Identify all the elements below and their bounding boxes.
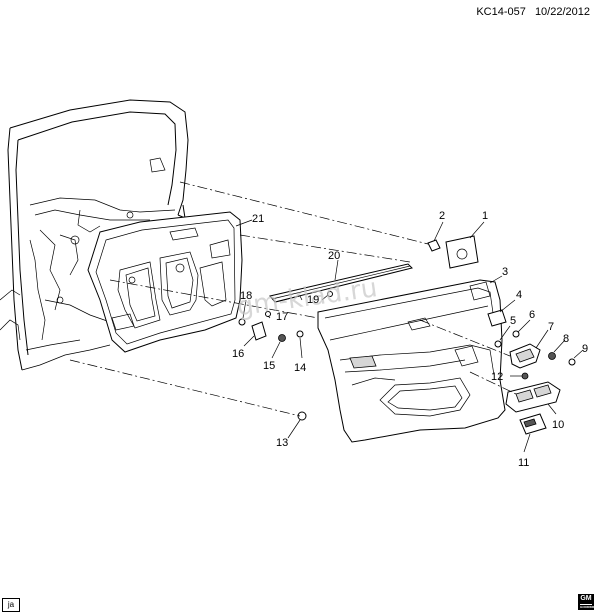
- part-21-water-deflector: [87, 211, 243, 353]
- part-11-switch: [519, 413, 547, 435]
- part-12-screw: [521, 372, 529, 380]
- callout-1: 1: [482, 210, 488, 222]
- gm-logo-sub: GOODWRENCH: [580, 604, 600, 609]
- callout-10: 10: [552, 419, 564, 431]
- part-17-retainer: [265, 311, 271, 317]
- part-14-clip: [296, 330, 304, 338]
- drawing-id: KC14-057: [476, 6, 526, 18]
- part-19-clip: [327, 291, 333, 297]
- callout-7: 7: [548, 321, 554, 333]
- part-8-nut: [548, 352, 556, 360]
- drawing-date: 10/22/2012: [534, 6, 590, 18]
- language-badge: ja: [2, 598, 20, 612]
- part-13-fastener: [297, 411, 307, 421]
- callout-2: 2: [439, 210, 445, 222]
- alignment-lines: [69, 181, 517, 417]
- callout-17: 17: [276, 311, 288, 323]
- callout-19: 19: [307, 294, 319, 306]
- callout-4: 4: [516, 289, 522, 301]
- callout-21: 21: [252, 213, 264, 225]
- part-3-door-trim-panel: [317, 279, 506, 443]
- part-16-bracket: [251, 321, 267, 341]
- callout-14: 14: [294, 362, 306, 374]
- callout-3: 3: [502, 266, 508, 278]
- callout-16: 16: [232, 348, 244, 360]
- part-1-speaker-grille: [445, 235, 479, 269]
- door-frame: [0, 99, 189, 371]
- part-2-retainer: [427, 239, 441, 252]
- callout-6: 6: [529, 309, 535, 321]
- callout-5: 5: [510, 315, 516, 327]
- drawing-header: KC14-057 10/22/2012: [470, 6, 590, 18]
- callout-18: 18: [240, 290, 252, 302]
- leader-lines: [235, 219, 584, 453]
- part-15-nut: [278, 334, 286, 342]
- part-7-inside-handle: [509, 343, 541, 369]
- part-5-screw: [494, 340, 502, 348]
- callout-13: 13: [276, 437, 288, 449]
- part-9-cap: [568, 358, 576, 366]
- callout-9: 9: [582, 343, 588, 355]
- callout-11: 11: [518, 457, 529, 469]
- part-6-clip: [512, 330, 520, 338]
- part-20-sealing-strip: [269, 263, 413, 303]
- part-18-pin: [238, 318, 246, 326]
- gm-logo-letters: GM: [580, 595, 592, 602]
- callout-8: 8: [563, 333, 569, 345]
- callout-15: 15: [263, 360, 275, 372]
- callout-20: 20: [328, 250, 340, 262]
- part-10-switch-bezel: [505, 381, 561, 413]
- callout-labels: 1 2 3 4 5 6 7 8 9 10 11 12 13 14 15 16 1…: [232, 210, 588, 469]
- gm-logo: GM GOODWRENCH: [578, 594, 600, 610]
- callout-12: 12: [491, 371, 503, 383]
- part-4-insert: [487, 309, 507, 327]
